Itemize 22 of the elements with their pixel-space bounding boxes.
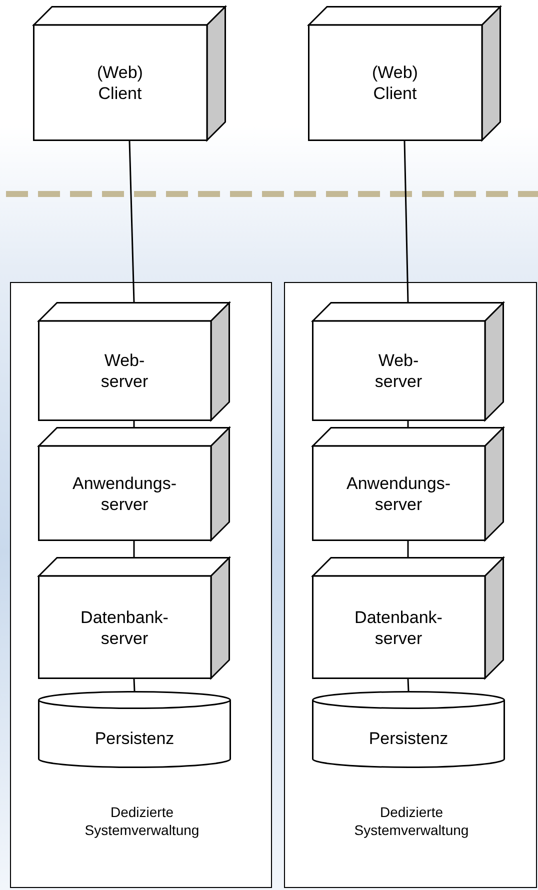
boundary-label: Dedizierte Systemverwaltung [84, 803, 200, 839]
connector-line [407, 678, 410, 692]
node-label: Web-server [374, 350, 424, 392]
connector-line [404, 140, 409, 302]
node-label: Persistenz [368, 728, 450, 749]
connector-line [407, 541, 409, 557]
system-boundary-frame [284, 282, 537, 888]
node-label: Datenbank-server [354, 606, 444, 648]
node-label: Anwendungs-server [72, 472, 178, 514]
node-label: Datenbank-server [80, 606, 170, 648]
node-label: Web-server [100, 350, 150, 392]
node-label: (Web) Client [371, 62, 419, 104]
connector-line [128, 140, 135, 302]
connector-line [133, 678, 136, 692]
node-label: Anwendungs-server [346, 472, 452, 514]
node-label: (Web) Client [96, 62, 144, 104]
connector-line [133, 421, 135, 427]
connector-line [133, 541, 135, 557]
system-boundary-frame [10, 282, 272, 888]
boundary-label: Dedizierte Systemverwaltung [353, 803, 470, 839]
node-label: Persistenz [94, 728, 176, 749]
connector-line [407, 421, 409, 427]
